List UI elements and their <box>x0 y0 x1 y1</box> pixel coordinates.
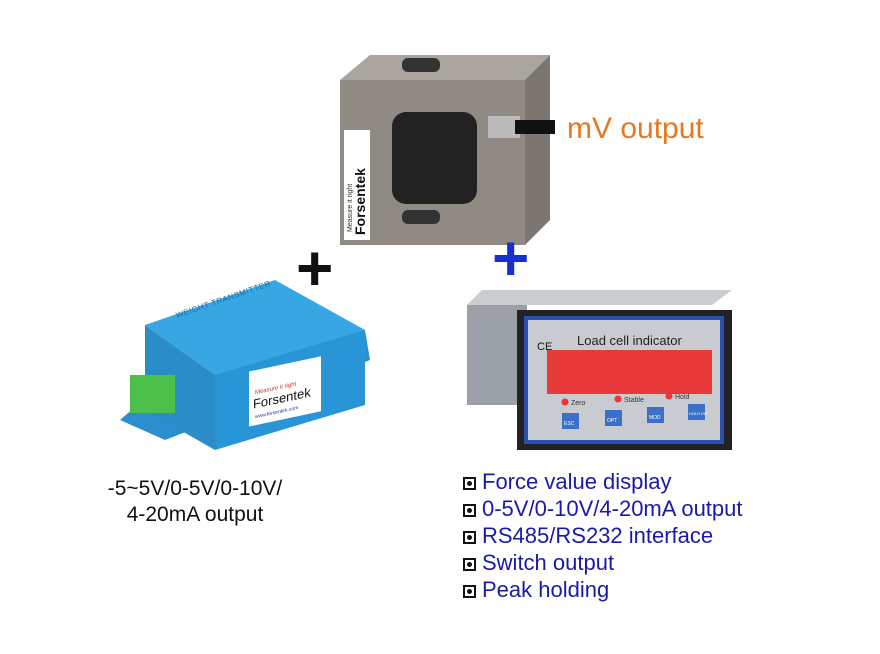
btn-hold-int: HOLD INT <box>689 411 708 416</box>
transmitter-output-line: 4-20mA output <box>126 503 264 526</box>
weight-transmitter-image: WEIGHT TRANSMITTER Measure it right Fors… <box>120 279 370 450</box>
indicator-title: Load cell indicator <box>577 333 682 348</box>
plus-sign: + <box>296 232 334 304</box>
led-stable: Stable <box>624 397 644 404</box>
feature-item: Peak holding <box>463 576 743 603</box>
feature-text: Switch output <box>482 550 615 575</box>
mv-output-label: mV output <box>567 112 704 145</box>
feature-text: RS485/RS232 interface <box>482 523 714 548</box>
plus-sign-blue: + <box>492 222 530 294</box>
feature-item: Force value display <box>463 468 743 495</box>
feature-text: Peak holding <box>482 577 610 602</box>
led-hold: Hold <box>675 394 690 401</box>
bullet-icon <box>463 504 476 517</box>
bullet-icon <box>463 558 476 571</box>
feature-list: Force value display 0-5V/0-10V/4-20mA ou… <box>463 468 743 603</box>
btn-opt: OPT <box>607 418 617 424</box>
transmitter-output-line: -5~5V/0-5V/0-10V/ <box>107 477 283 500</box>
led-zero: Zero <box>571 400 586 407</box>
bullet-icon <box>463 477 476 490</box>
s-type-load-cell-image: Measure it right Forsentek <box>340 55 555 245</box>
load-cell-brand: Forsentek <box>352 168 368 235</box>
feature-item: Switch output <box>463 549 743 576</box>
load-cell-tagline: Measure it right <box>347 184 354 232</box>
bullet-icon <box>463 531 476 544</box>
feature-text: 0-5V/0-10V/4-20mA output <box>482 496 743 521</box>
load-cell-indicator-image: CE Load cell indicator Zero Stable Hold … <box>467 290 732 450</box>
btn-esc: ESC <box>564 421 575 427</box>
btn-mod: MOD <box>649 415 661 421</box>
feature-item: 0-5V/0-10V/4-20mA output <box>463 495 743 522</box>
feature-item: RS485/RS232 interface <box>463 522 743 549</box>
transmitter-output-label: -5~5V/0-5V/0-10V/ 4-20mA output <box>70 476 320 528</box>
feature-text: Force value display <box>482 469 672 494</box>
bullet-icon <box>463 585 476 598</box>
